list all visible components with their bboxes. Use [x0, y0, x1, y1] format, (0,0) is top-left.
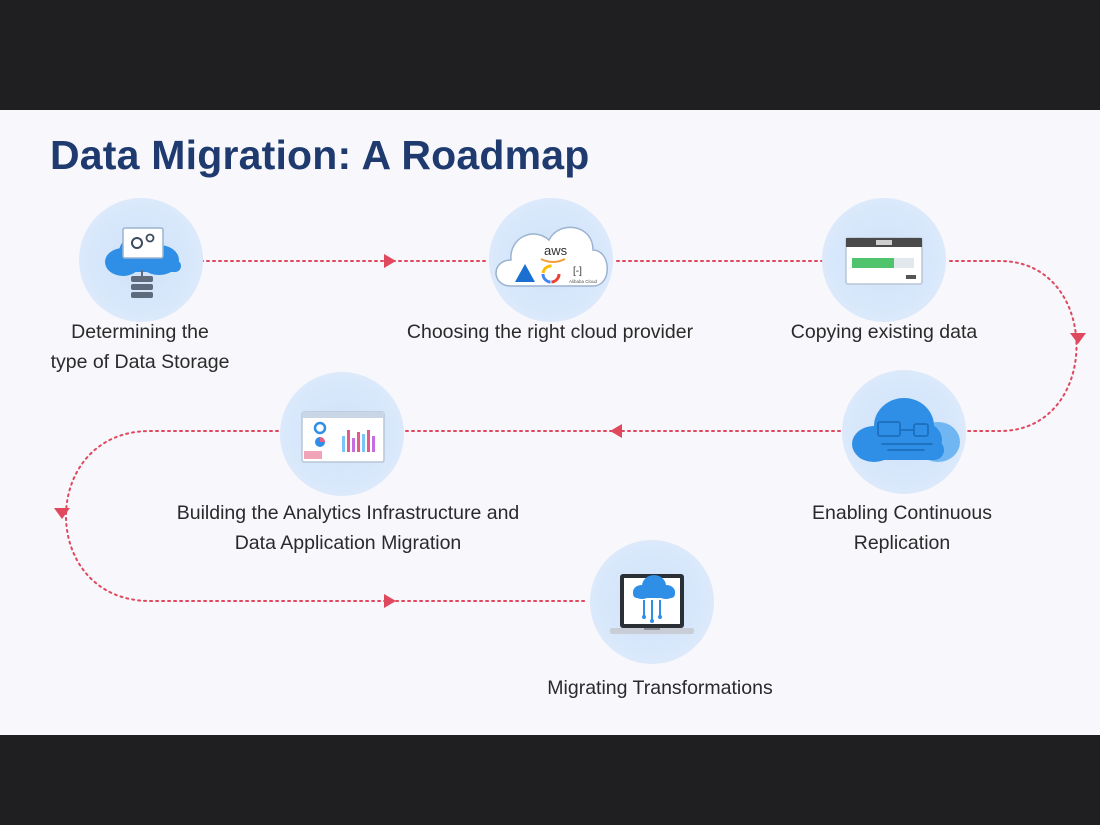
step-2-label-line-1: Choosing the right cloud provider [406, 321, 694, 343]
arrowhead-left-1 [610, 424, 622, 438]
step-4-node [842, 370, 966, 494]
step-6-label-line-1: Migrating Transformations [547, 677, 773, 699]
data-storage-icon [105, 227, 181, 298]
arrowhead-down-2 [54, 508, 70, 519]
step-3-node [822, 198, 946, 322]
slide-title: Data Migration: A Roadmap [50, 132, 590, 178]
copy-progress-icon [845, 237, 923, 285]
step-4-label: Enabling Continuous Replication [752, 498, 1052, 558]
step-1-label: Determining the type of Data Storage [20, 317, 260, 377]
arrowhead-down-1 [1070, 333, 1086, 344]
google-cloud-logo-icon [541, 264, 561, 284]
step-5-label-line-2: Data Application Migration [234, 532, 462, 554]
slide: Data Migration: A Roadmap [0, 110, 1100, 735]
step-1-label-line-2: type of Data Storage [50, 351, 230, 373]
step-3-label-line-1: Copying existing data [790, 321, 978, 343]
step-6-node [590, 540, 714, 664]
arrowhead-right-1 [384, 254, 396, 268]
step-2-node: aws [-] Alibaba Cloud [489, 198, 613, 322]
connector-5-6 [65, 430, 589, 602]
step-2-label: Choosing the right cloud provider [360, 317, 740, 347]
connector-3-4 [949, 260, 1078, 432]
roadmap-path [54, 254, 1086, 608]
alibaba-logo-icon: [-] [573, 266, 582, 277]
analytics-dashboard-icon [301, 411, 385, 463]
step-3-label: Copying existing data [764, 317, 1004, 347]
azure-logo-icon [515, 264, 535, 282]
step-5-label: Building the Analytics Infrastructure an… [118, 498, 578, 558]
step-6-label: Migrating Transformations [480, 673, 840, 703]
aws-logo-text: aws [544, 243, 568, 258]
step-1-label-line-1: Determining the [71, 321, 209, 343]
laptop-cloud-icon [610, 574, 694, 634]
step-5-label-line-1: Building the Analytics Infrastructure an… [176, 502, 520, 524]
step-5-node [280, 372, 404, 496]
replication-cloud-icon [852, 398, 960, 462]
alibaba-logo-text: Alibaba Cloud [569, 279, 598, 284]
arrowhead-right-2 [384, 594, 396, 608]
step-1-node [79, 198, 203, 322]
step-4-label-line-1: Enabling Continuous [812, 502, 992, 524]
cloud-providers-icon: aws [-] Alibaba Cloud [495, 226, 608, 287]
copy-progress-bar [852, 258, 894, 268]
step-4-label-line-2: Replication [853, 532, 951, 554]
